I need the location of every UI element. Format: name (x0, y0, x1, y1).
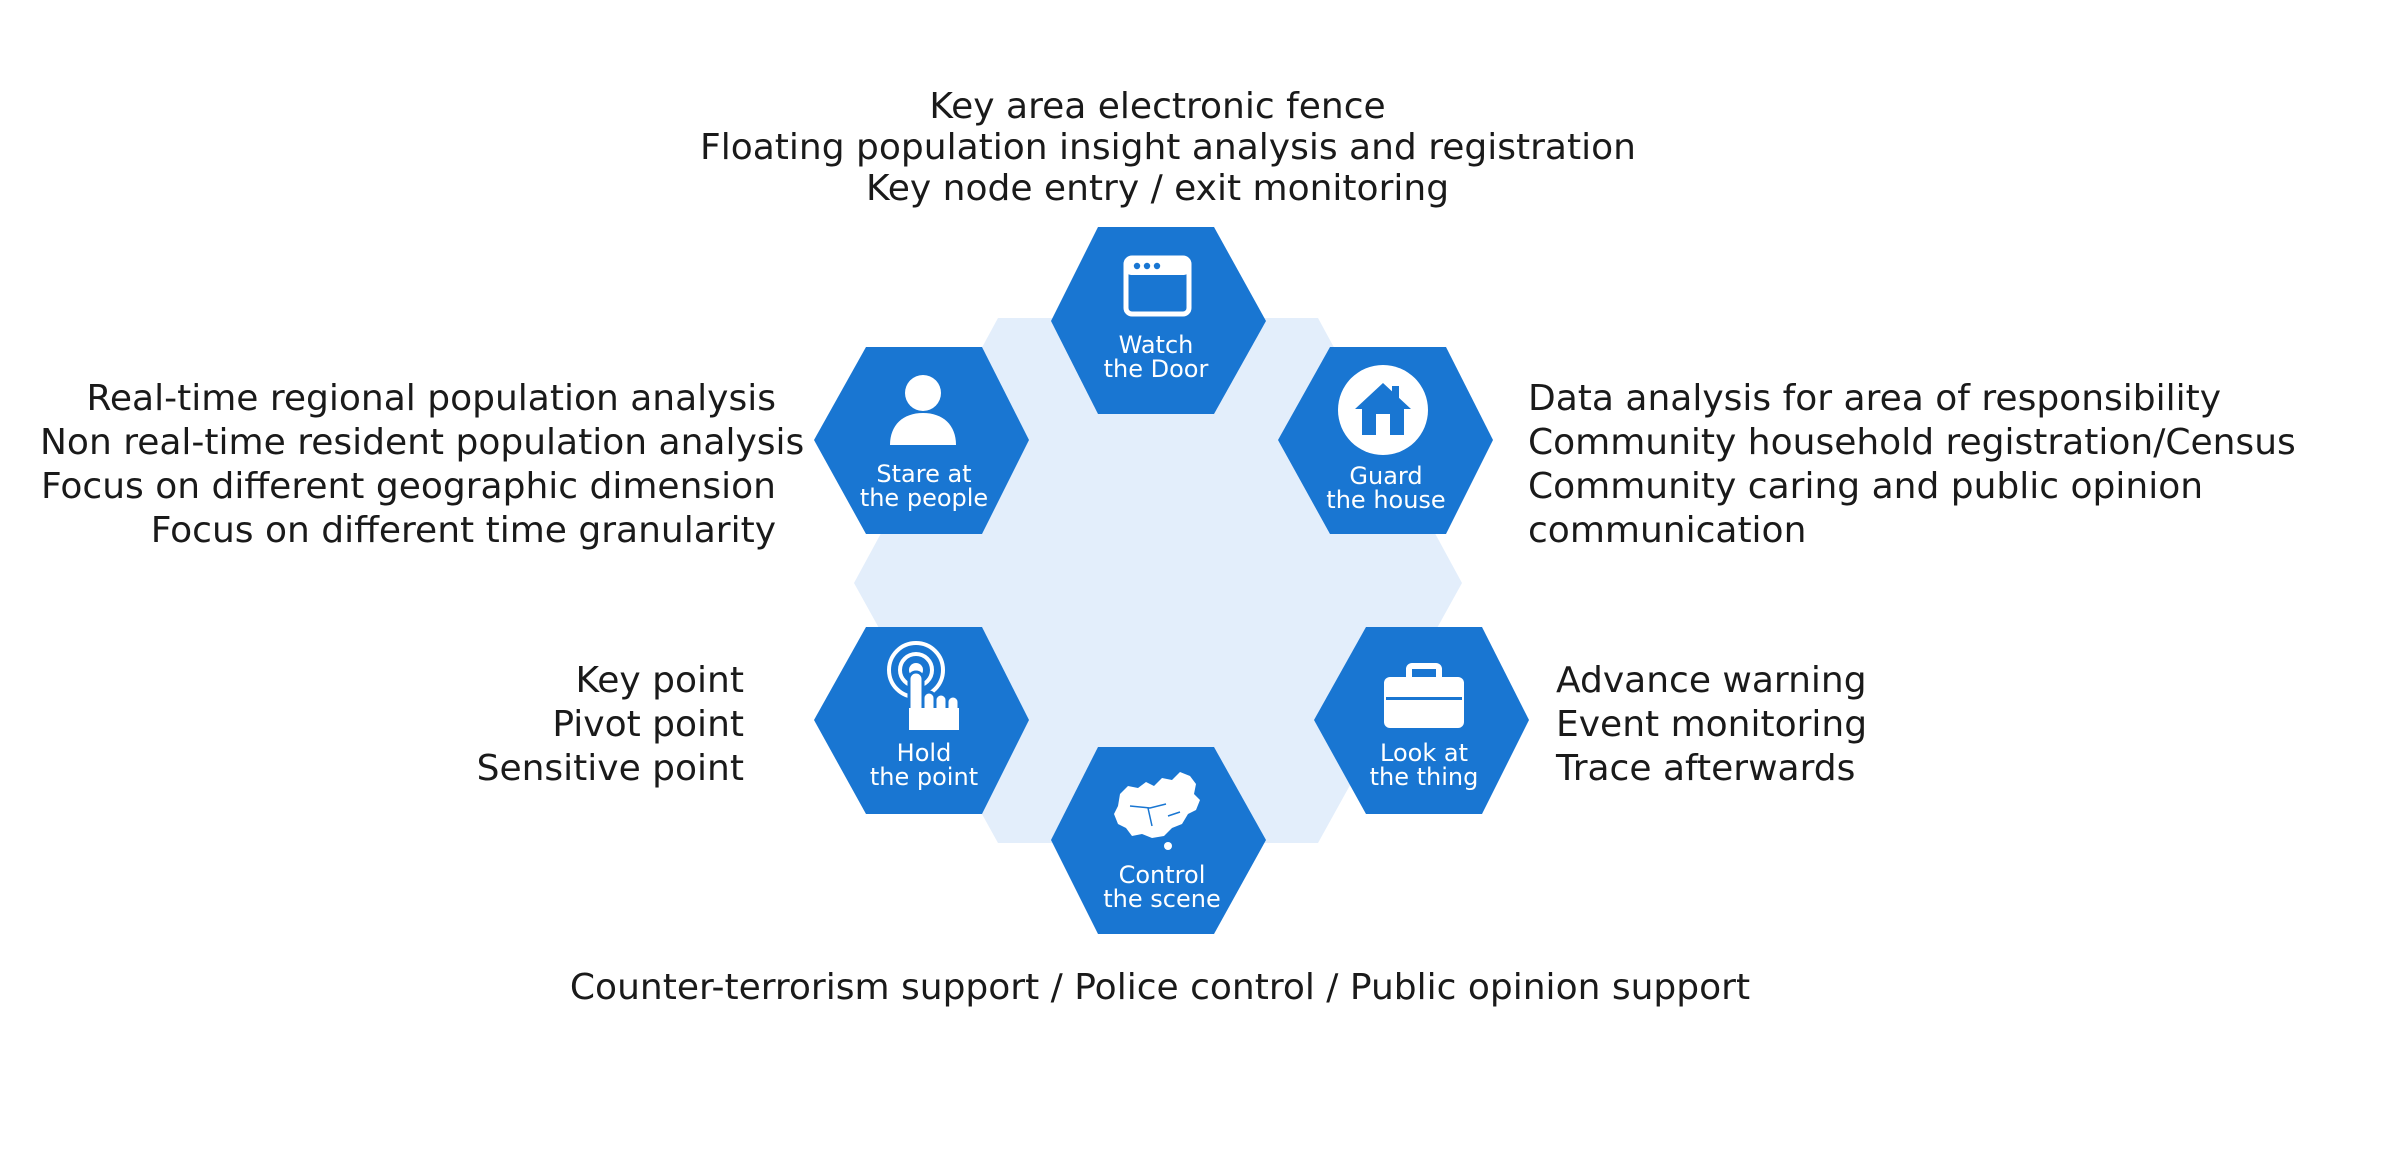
description-left-lower: Key point Pivot point Sensitive point (476, 660, 744, 789)
touch-point-icon (887, 641, 961, 730)
hexagon-watch-door (1051, 227, 1266, 414)
description-bottom: Counter-terrorism support / Police contr… (569, 967, 1751, 1008)
description-left-upper: Real-time regional population analysis N… (40, 378, 805, 551)
hexagon-control-scene (1051, 747, 1266, 934)
briefcase-icon (1384, 663, 1464, 728)
browser-window-icon (1123, 255, 1192, 317)
house-icon (1338, 365, 1428, 455)
description-right-lower: Advance warning Event monitoring Trace a… (1556, 660, 1868, 789)
description-top: Key area electronic fence Floating popul… (700, 86, 1636, 209)
person-icon (890, 375, 956, 445)
china-map-icon (1114, 772, 1200, 850)
description-right-upper: Data analysis for area of responsibility… (1528, 378, 2296, 551)
